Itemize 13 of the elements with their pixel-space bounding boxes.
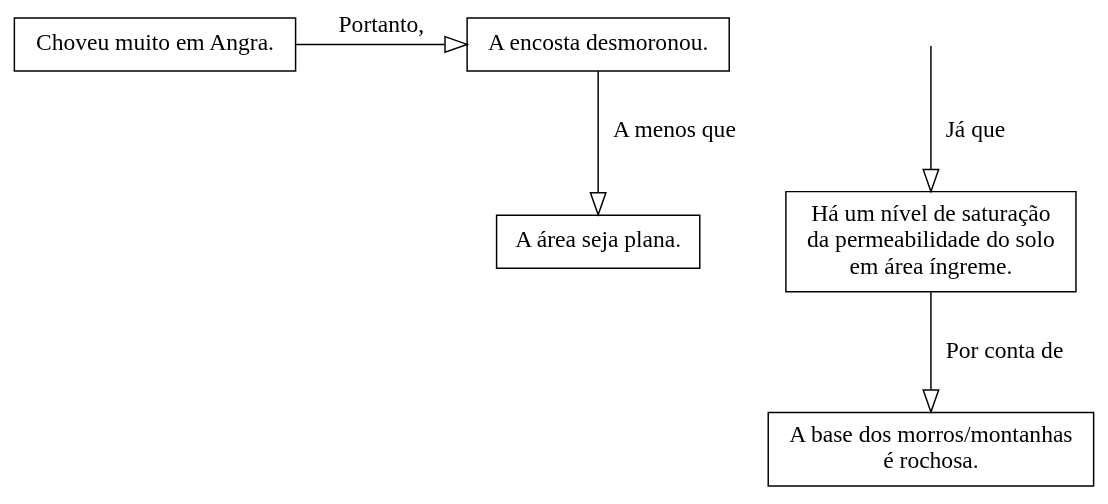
arrow — [589, 70, 607, 218]
node-box: Choveu muito em Angra. — [13, 17, 297, 72]
node-box: A base dos morros/montanhas é rochosa. — [767, 411, 1095, 487]
arrow — [922, 45, 940, 194]
node-box: Há um nível de saturação da permeabilidade do solo em área íngreme. — [785, 190, 1077, 293]
edge-label: Já que — [945, 115, 1006, 142]
arrow — [295, 35, 470, 54]
edge-label: Por conta de — [945, 336, 1064, 363]
node-box: A encosta desmoronou. — [466, 17, 730, 72]
node-box: A área seja plana. — [495, 214, 701, 269]
arrow — [922, 291, 940, 415]
edge-label: A menos que — [612, 115, 736, 142]
edge-label: Portanto, — [338, 11, 425, 38]
